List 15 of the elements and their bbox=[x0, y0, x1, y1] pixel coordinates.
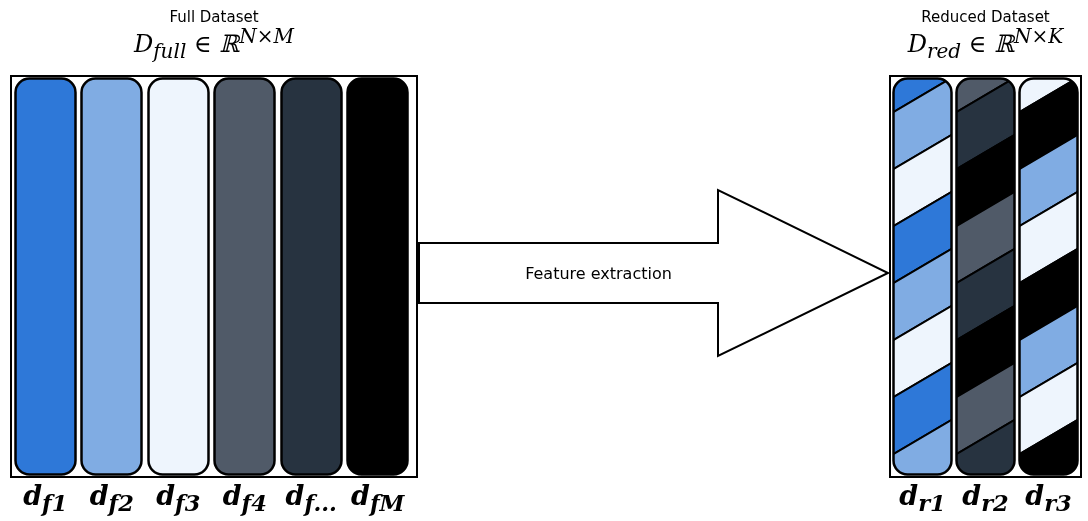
column-label: d$_{f4}$ bbox=[221, 480, 268, 517]
dataset-heading: Full Dataset bbox=[168, 8, 260, 26]
block-arrow bbox=[418, 188, 891, 358]
column-label: d$_{r3}$ bbox=[1024, 480, 1073, 517]
edge-label: Feature extraction bbox=[525, 263, 672, 283]
dataset-heading: Reduced Dataset bbox=[920, 8, 1051, 26]
column-label: d$_{f...}$ bbox=[284, 480, 338, 517]
column-label: d$_{r1}$ bbox=[898, 480, 947, 517]
column-label: d$_{f3}$ bbox=[155, 480, 202, 517]
column-label: d$_{f2}$ bbox=[88, 480, 135, 517]
math-formula: D$_{full}$ ∈ ℝ$^{N×M}$ bbox=[132, 24, 296, 63]
math-formula: D$_{red}$ ∈ ℝ$^{N×K}$ bbox=[906, 24, 1065, 63]
column-label: d$_{fM}$ bbox=[350, 480, 406, 517]
column-label: d$_{r2}$ bbox=[961, 480, 1010, 517]
column-label: d$_{f1}$ bbox=[22, 480, 69, 517]
